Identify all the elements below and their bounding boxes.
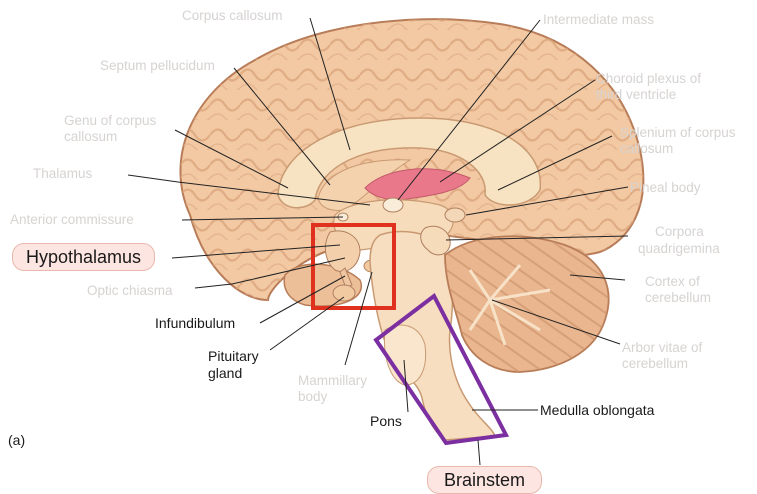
label-genu-1: Genu of corpus (64, 113, 156, 128)
label-splenium-1: Splenium of corpus (620, 125, 736, 140)
label-cortex-2: cerebellum (645, 290, 711, 305)
label-mammillary-2: body (298, 389, 327, 404)
label-brainstem-pill: Brainstem (427, 466, 542, 494)
intermediate-mass-shape (383, 198, 403, 212)
label-optic-chiasma: Optic chiasma (87, 283, 173, 298)
label-arbor-1: Arbor vitae of (622, 340, 702, 355)
label-pons: Pons (370, 414, 402, 429)
label-infundibulum: Infundibulum (155, 316, 235, 331)
label-choroid-2: third ventricle (596, 87, 676, 102)
label-anterior-commissure: Anterior commissure (10, 212, 134, 227)
label-choroid-1: Choroid plexus of (596, 71, 701, 86)
label-corpus-callosum: Corpus callosum (182, 8, 283, 23)
label-pineal-body: Pineal body (630, 180, 701, 195)
label-arbor-2: cerebellum (622, 356, 688, 371)
label-hypothalamus-pill: Hypothalamus (12, 243, 155, 271)
label-genu-2: callosum (64, 129, 117, 144)
label-thalamus: Thalamus (33, 166, 92, 181)
pineal-body-shape (445, 208, 465, 222)
label-medulla-oblongata: Medulla oblongata (540, 403, 654, 418)
pituitary-shape (333, 285, 355, 301)
cerebellum (445, 236, 609, 372)
label-panel: (a) (8, 433, 25, 448)
label-septum-pellucidum: Septum pellucidum (100, 58, 215, 73)
label-corpora-2: quadrigemina (638, 241, 720, 256)
label-corpora-1: Corpora (655, 224, 704, 239)
label-mammillary-1: Mammillary (298, 373, 367, 388)
label-cortex-1: Cortex of (645, 274, 700, 289)
label-pituitary-1: Pituitary (208, 349, 259, 364)
label-intermediate-mass: Intermediate mass (543, 12, 654, 27)
label-splenium-2: callosum (620, 141, 673, 156)
label-pituitary-2: gland (208, 366, 242, 381)
